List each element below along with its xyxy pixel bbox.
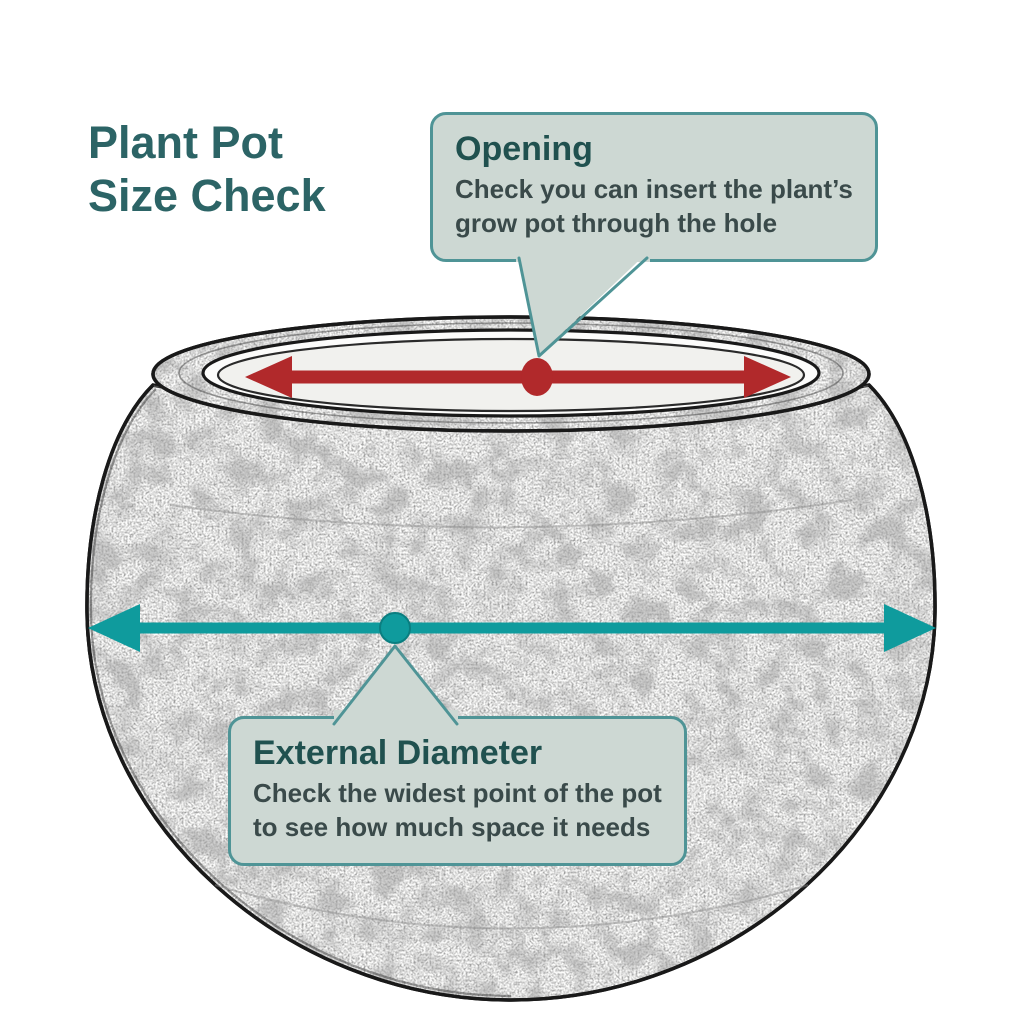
pot-body-outline xyxy=(85,383,937,1002)
opening-callout: Opening Check you can insert the plant’s… xyxy=(430,112,878,262)
diagram-title-line1: Plant Pot xyxy=(88,117,284,168)
diagram-title-line2: Size Check xyxy=(88,170,326,222)
external-arrow-right-head xyxy=(884,604,936,652)
pot-rim-outline xyxy=(151,315,871,433)
opening-arrow-right-head xyxy=(744,356,791,398)
opening-callout-heading: Opening xyxy=(455,130,593,168)
pot-body-outline-sketch xyxy=(89,388,512,998)
opening-diameter-arrow xyxy=(245,356,791,398)
pot-rim-inner-line xyxy=(178,322,844,424)
external-callout-line1: Check the widest point of the pot xyxy=(253,778,662,809)
opening-callout-line1: Check you can insert the plant’s xyxy=(455,174,853,205)
external-diameter-callout: External Diameter Check the widest point… xyxy=(228,716,687,866)
opening-arrow-left-head xyxy=(245,356,292,398)
external-arrow-left-head xyxy=(88,604,140,652)
opening-callout-line2: grow pot through the hole xyxy=(455,207,778,238)
pot-sketch-line-upper xyxy=(169,499,853,529)
pot-sketch-line-lower xyxy=(214,884,809,930)
plant-pot-illustration xyxy=(85,315,937,1002)
external-callout-line2: to see how much space it needs xyxy=(253,811,651,842)
diagram-title: Plant Pot Size Check xyxy=(88,116,326,222)
external-callout-heading: External Diameter xyxy=(253,734,543,772)
external-diameter-arrow xyxy=(88,604,936,652)
